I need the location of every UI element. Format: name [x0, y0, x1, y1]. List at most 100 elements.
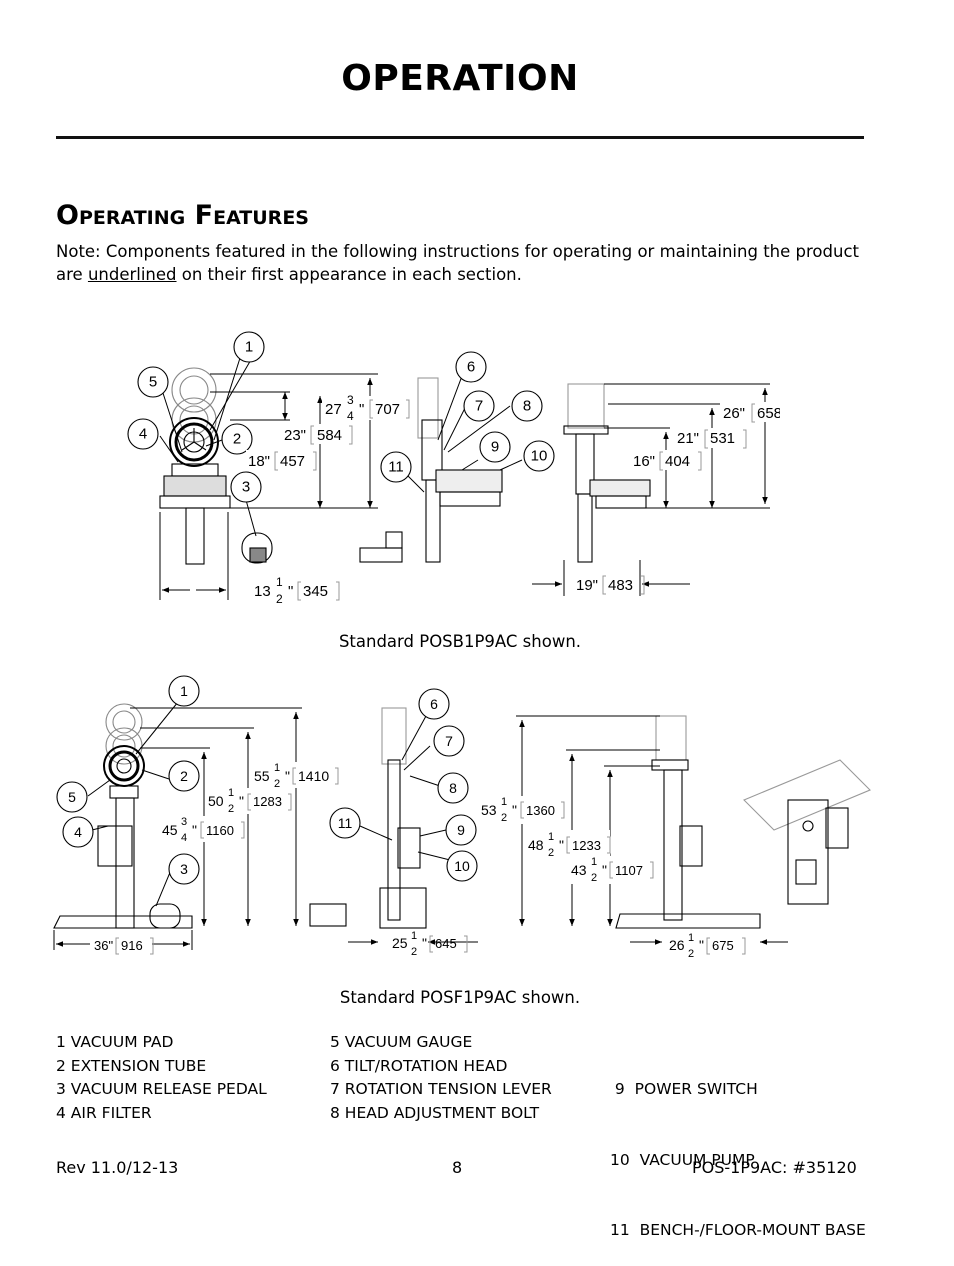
dim-1283-mm: 1283 — [253, 794, 282, 809]
section-title: Operating Features — [56, 200, 309, 231]
legend-item: 9 POWER SWITCH — [610, 1080, 758, 1098]
dim-658-mm: 658 — [757, 405, 780, 422]
dim-645-den: 2 — [411, 946, 417, 958]
legend-column-3: 9 POWER SWITCH 10 VACUUM PUMP 11 BENCH-/… — [610, 1031, 866, 1266]
dim-1233-num: 1 — [548, 831, 554, 843]
dim-645-mm: 645 — [435, 936, 457, 951]
footer-document-id: POS-1P9AC: #35120 — [692, 1158, 857, 1177]
callout-11: 11 — [338, 815, 353, 831]
dim-345-whole: 13 — [254, 583, 271, 600]
footer-revision: Rev 11.0/12-13 — [56, 1158, 179, 1177]
dim-1283-whole: 50 — [208, 793, 224, 809]
dim-1360-mm: 1360 — [526, 803, 555, 818]
dim-584-mm: 584 — [317, 427, 342, 444]
legend-item: 6 TILT/ROTATION HEAD — [330, 1056, 508, 1075]
dim-916-mm: 916 — [121, 938, 143, 953]
legend-item: 5 VACUUM GAUGE — [330, 1033, 473, 1051]
callout-5: 5 — [149, 374, 157, 391]
svg-text:": " — [699, 937, 704, 953]
callout-1: 1 — [245, 339, 253, 356]
callout-5: 5 — [68, 789, 76, 805]
dim-645-whole: 25 — [392, 935, 408, 951]
dim-675-mm: 675 — [712, 938, 734, 953]
dim-457-in: 18" — [248, 453, 270, 470]
legend-column-1: 1 VACUUM PAD 2 EXTENSION TUBE 3 VACUUM R… — [56, 1031, 267, 1125]
callout-8: 8 — [449, 780, 457, 796]
floor-side-view-drawing — [379, 707, 427, 929]
dim-404-mm: 404 — [665, 453, 690, 470]
callout-6: 6 — [467, 359, 475, 376]
dim-1360-den: 2 — [501, 812, 507, 824]
callout-3: 3 — [242, 479, 250, 496]
dim-345-num: 1 — [276, 575, 283, 589]
callout-8: 8 — [523, 398, 531, 415]
dim-404-in: 16" — [633, 453, 655, 470]
dim-1410-num: 1 — [274, 762, 280, 774]
dim-345-den: 2 — [276, 592, 283, 606]
dim-675-whole: 26 — [669, 937, 685, 953]
callout-6: 6 — [430, 696, 438, 712]
callout-9: 9 — [491, 439, 499, 456]
legend-item: 4 AIR FILTER — [56, 1103, 152, 1122]
dim-1233-mm: 1233 — [572, 838, 601, 853]
dim-1410-mm: 1410 — [298, 768, 329, 784]
dim-1233-whole: 48 — [528, 837, 544, 853]
svg-text:": " — [602, 862, 607, 878]
svg-text:": " — [192, 822, 197, 838]
dim-1410-den: 2 — [274, 778, 280, 790]
legend-item: 3 VACUUM RELEASE PEDAL — [56, 1080, 267, 1098]
dim-1360-num: 1 — [501, 796, 507, 808]
dim-1360-whole: 53 — [481, 802, 497, 818]
callout-7: 7 — [445, 733, 453, 749]
dim-1107-den: 2 — [591, 872, 597, 884]
dim-457-mm: 457 — [280, 453, 305, 470]
figure1-caption: Standard POSB1P9AC shown. — [338, 632, 582, 651]
callout-4: 4 — [74, 824, 82, 840]
callout-10: 10 — [531, 448, 548, 465]
dim-1283-num: 1 — [228, 787, 234, 799]
figure-posb1p9ac: 1 2 3 4 5 6 7 8 9 10 11 27 3 4 " 707 23"… — [127, 331, 780, 606]
dim-675-num: 1 — [688, 932, 694, 944]
note-paragraph: Note: Components featured in the followi… — [56, 240, 876, 286]
legend-item: 11 BENCH-/FLOOR-MOUNT BASE — [610, 1221, 866, 1239]
svg-text:": " — [512, 802, 517, 818]
page-title: OPERATION — [341, 58, 579, 99]
dim-1107-mm: 1107 — [615, 863, 643, 878]
callout-11: 11 — [388, 459, 404, 476]
svg-text:": " — [559, 837, 564, 853]
callout-9: 9 — [457, 822, 465, 838]
note-text-prefix: Note: Components featured in the followi… — [56, 242, 859, 284]
figure2-caption: Standard POSF1P9AC shown. — [339, 988, 581, 1007]
dim-1410-whole: 55 — [254, 768, 270, 784]
dim-584-in: 23" — [284, 427, 306, 444]
svg-text:": " — [285, 768, 290, 784]
dim-1107-whole: 43 — [571, 862, 587, 878]
dim-483-mm: 483 — [608, 577, 633, 594]
dim-916-in: 36" — [94, 938, 113, 953]
title-rule — [56, 136, 864, 139]
dim-345-mm: 345 — [303, 583, 328, 600]
dim-707-num: 3 — [347, 393, 354, 407]
legend-item: 10 VACUUM PUMP — [610, 1150, 755, 1169]
dim-1283-den: 2 — [228, 803, 234, 815]
floor-rear-view-drawing — [615, 715, 761, 929]
note-text-suffix: on their first appearance in each sectio… — [176, 265, 522, 284]
svg-text:": " — [239, 793, 244, 809]
callout-2: 2 — [180, 768, 188, 784]
callout-10: 10 — [454, 858, 470, 874]
callout-1: 1 — [180, 683, 188, 699]
rear-view-drawing — [563, 383, 651, 563]
legend-item: 1 VACUUM PAD — [56, 1033, 174, 1051]
dim-1160-mm: 1160 — [206, 823, 234, 838]
dim-707-den: 4 — [347, 409, 354, 423]
floor-front-view-drawing — [53, 703, 347, 929]
legend-item: 2 EXTENSION TUBE — [56, 1056, 207, 1075]
svg-text:": " — [359, 401, 364, 418]
callout-2: 2 — [233, 431, 241, 448]
front-view-drawing — [159, 367, 273, 565]
figure-posf1p9ac: 1 2 3 4 5 6 7 8 9 10 11 55 1 2 " 1410 50… — [53, 675, 871, 960]
dim-1160-whole: 45 — [162, 822, 178, 838]
legend-item: 8 HEAD ADJUSTMENT BOLT — [330, 1103, 540, 1122]
side-view-drawing — [359, 377, 503, 563]
dim-531-in: 21" — [677, 430, 699, 447]
